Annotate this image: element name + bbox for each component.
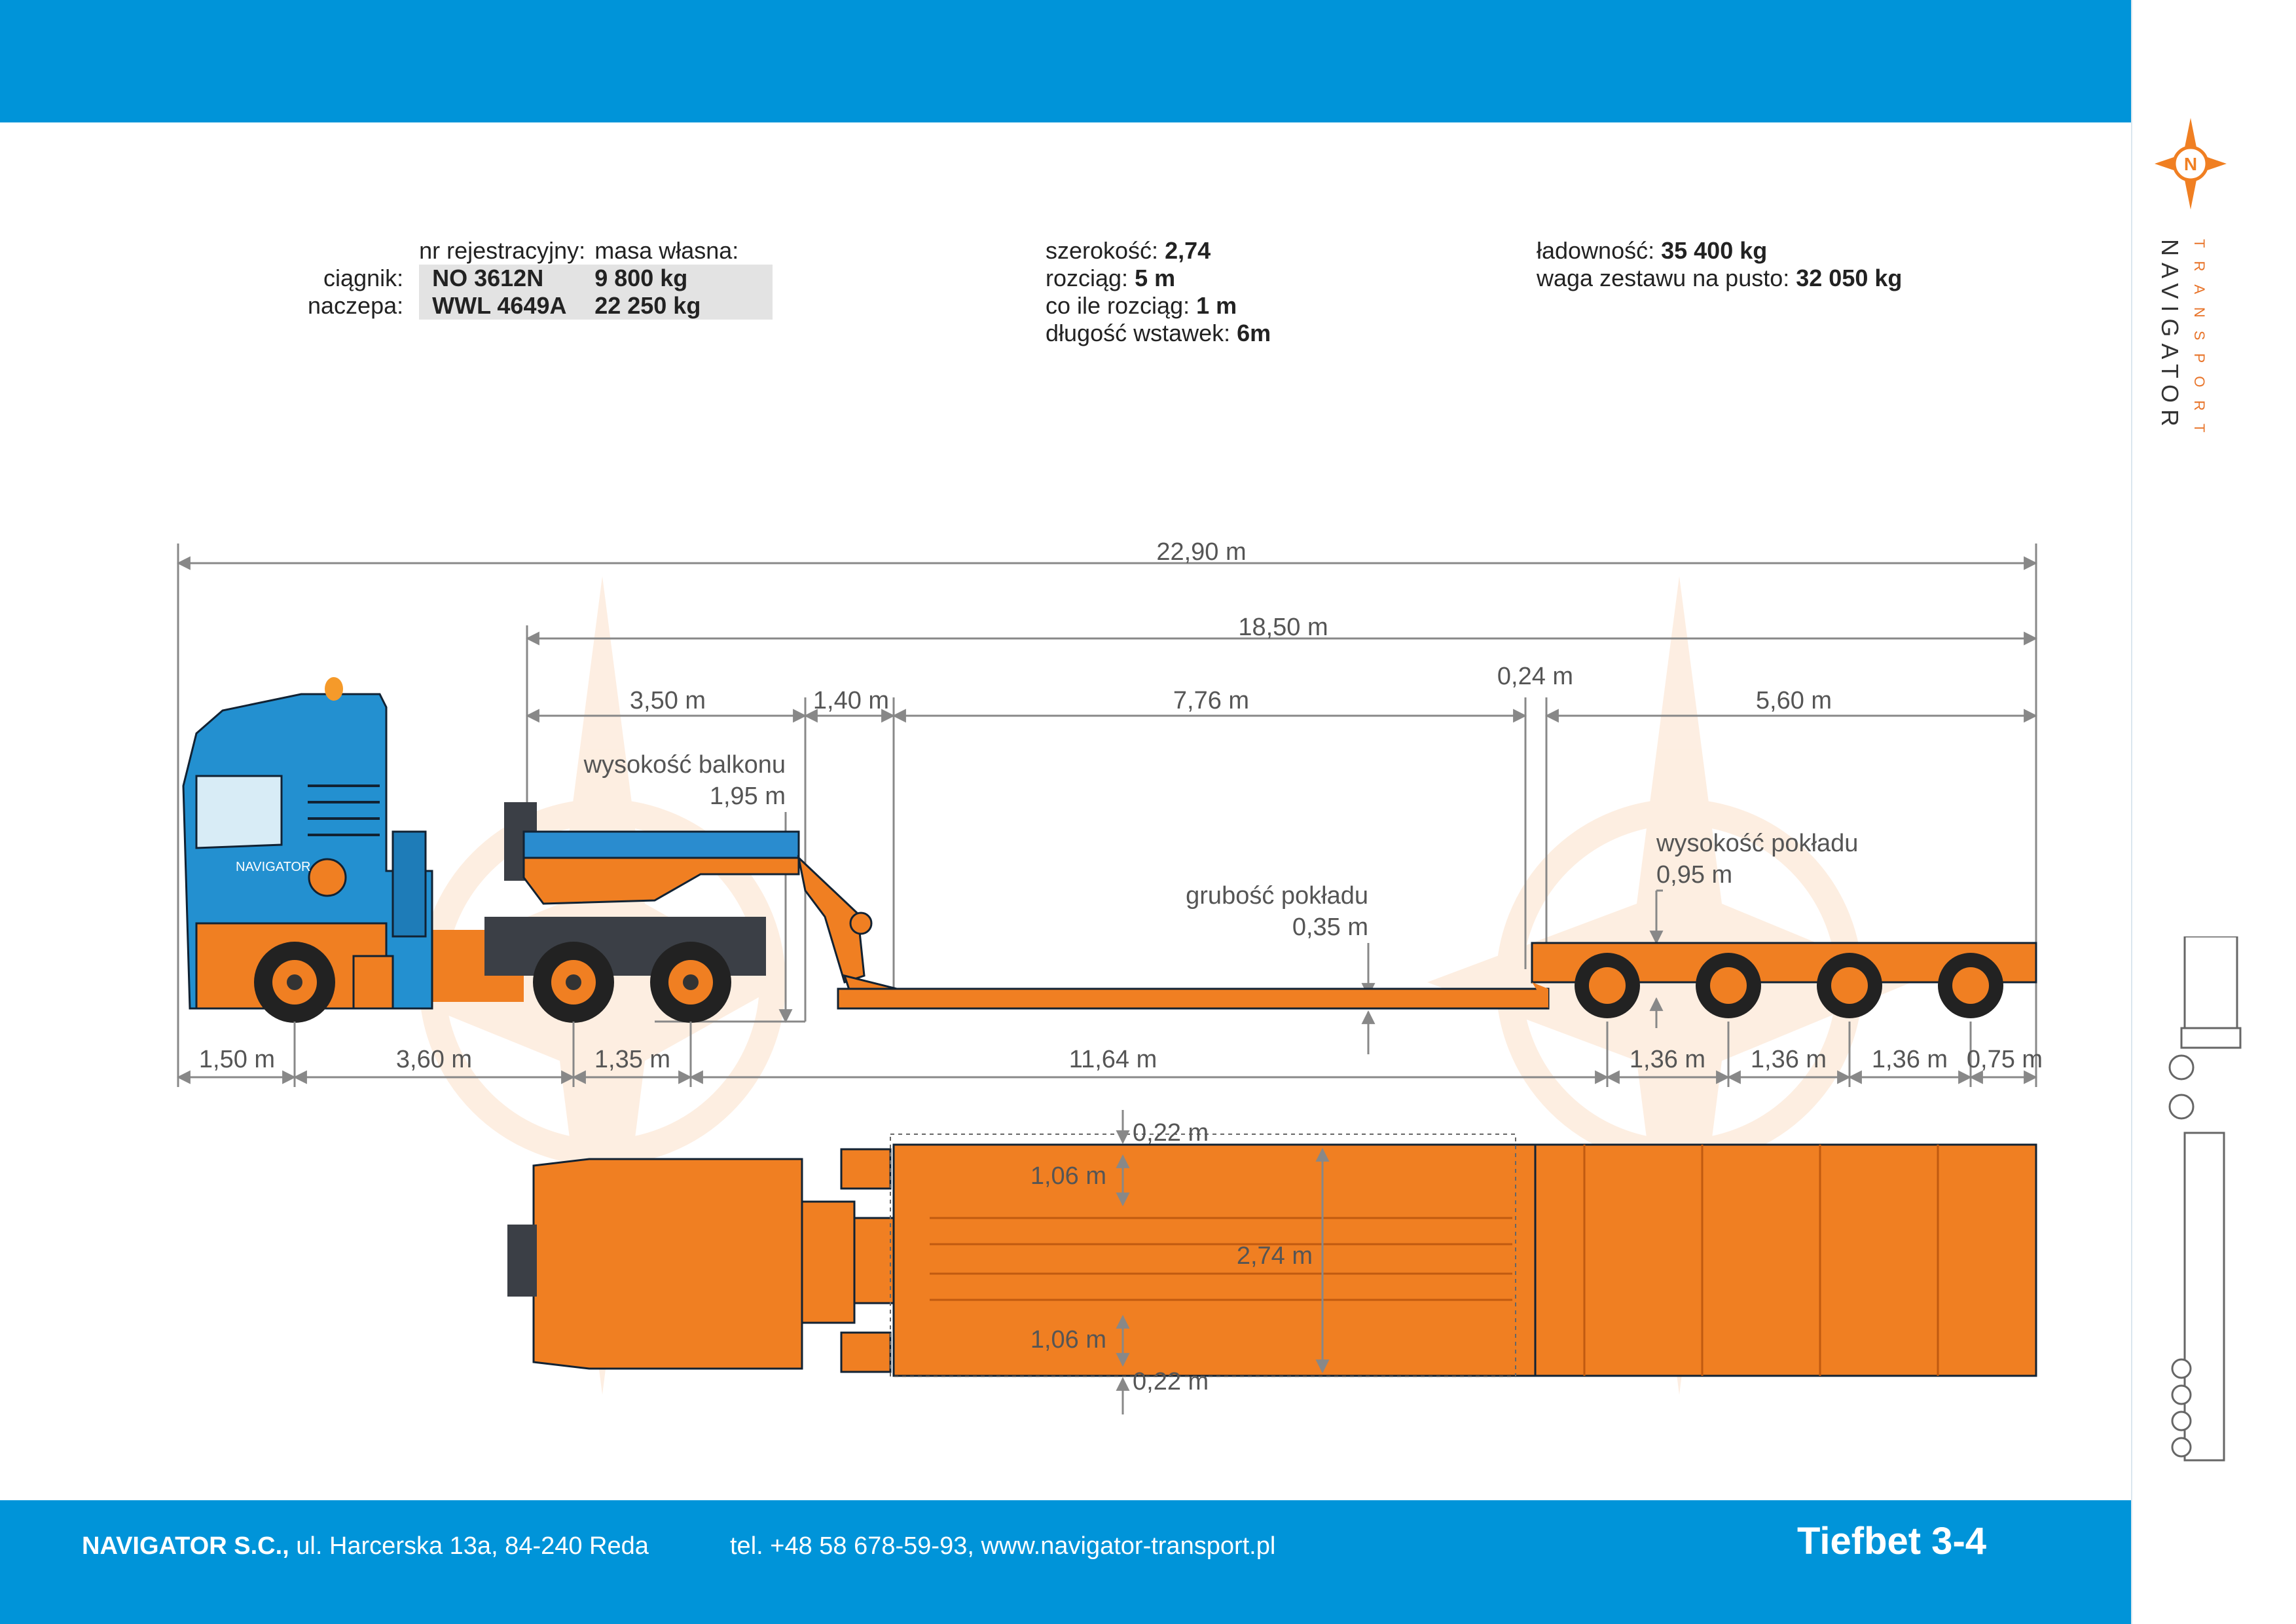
balcony-label: wysokość balkonu	[583, 751, 786, 779]
table-row: naczepa: WWL 4649A 22 250 kg	[308, 292, 773, 320]
table-row: ciągnik: NO 3612N 9 800 kg	[308, 265, 773, 292]
dim-t022b: 0,22 m	[1133, 1368, 1209, 1395]
document-title: Tiefbet 3-4	[1797, 1520, 1987, 1562]
spec-line: co ile rozciąg: 1 m	[1046, 292, 1237, 319]
dim-b135: 1,35 m	[594, 1046, 670, 1073]
mass-value: 9 800 kg	[594, 265, 773, 292]
dim-t106b: 1,06 m	[1030, 1326, 1106, 1354]
row-label: ciągnik:	[323, 265, 404, 291]
company-address: ul. Harcerska 13a, 84-240 Reda	[289, 1532, 649, 1560]
dim-b136b: 1,36 m	[1751, 1046, 1827, 1073]
wheel-icon	[650, 942, 731, 1023]
wheel-icon	[1696, 953, 1761, 1018]
dim-560: 5,60 m	[1756, 687, 1832, 714]
dim-024: 0,24 m	[1497, 663, 1573, 690]
deck-height-value: 0,95 m	[1656, 861, 1732, 889]
dim-b1164: 11,64 m	[1069, 1046, 1157, 1073]
truck-logo-text: NAVIGATOR	[236, 860, 310, 874]
dim-b136c: 1,36 m	[1872, 1046, 1948, 1073]
company-name: NAVIGATOR S.C.,	[82, 1532, 289, 1560]
dim-350: 3,50 m	[630, 687, 706, 714]
specs-middle: szerokość: 2,74 rozciąg: 5 m co ile rozc…	[1046, 237, 1271, 347]
dim-b360: 3,60 m	[396, 1046, 472, 1073]
wheel-icon	[533, 942, 614, 1023]
dim-trailer: 18,50 m	[1238, 614, 1328, 641]
spec-line: długość wstawek: 6m	[1046, 320, 1271, 346]
dim-t106a: 1,06 m	[1030, 1162, 1106, 1190]
wheel-icon	[1817, 953, 1882, 1018]
header-band	[0, 0, 2131, 122]
reg-value: WWL 4649A	[419, 292, 595, 320]
spec-line: szerokość: 2,74	[1046, 237, 1211, 264]
dim-t022a: 0,22 m	[1133, 1119, 1209, 1147]
dim-140: 1,40 m	[813, 687, 889, 714]
spec-line: rozciąg: 5 m	[1046, 265, 1176, 291]
deck-thick-value: 0,35 m	[1292, 913, 1368, 941]
dim-b150: 1,50 m	[199, 1046, 275, 1073]
deck-thick-label: grubość pokładu	[1186, 882, 1368, 910]
brand-name: NAVIGATOR	[2157, 239, 2183, 434]
brand-sub: TRANSPORT	[2191, 239, 2208, 446]
spec-line: waga zestawu na pusto: 32 050 kg	[1537, 265, 1903, 291]
specs-right: ładowność: 35 400 kg waga zestawu na pus…	[1537, 237, 1902, 292]
row-label: naczepa:	[308, 292, 404, 319]
vehicle-thumbnail-icon	[2168, 936, 2242, 1462]
reg-value: NO 3612N	[419, 265, 595, 292]
registration-table: nr rejestracyjny: masa własna: ciągnik: …	[308, 237, 773, 320]
wheel-icon	[254, 942, 335, 1023]
trailer-top-view	[507, 1134, 2037, 1377]
vehicle-diagram: 22,90 m 18,50 m 3,50 m 1,40 m 7,76 m 0,2…	[176, 538, 2043, 1414]
dim-b136a: 1,36 m	[1630, 1046, 1705, 1073]
trailer-side	[504, 802, 2037, 1018]
dim-b075: 0,75 m	[1967, 1046, 2043, 1073]
footer-contact: tel. +48 58 678-59-93, www.navigator-tra…	[730, 1532, 1276, 1560]
compass-logo-icon: N	[2155, 118, 2227, 210]
footer-band	[0, 1500, 2131, 1624]
deck-height-label: wysokość pokładu	[1656, 830, 1858, 857]
svg-text:N: N	[2184, 154, 2197, 174]
brand-strip: N	[2131, 0, 2296, 1624]
wheel-icon	[1575, 953, 1640, 1018]
dim-t274: 2,74 m	[1237, 1242, 1313, 1270]
wheel-icon	[1938, 953, 2003, 1018]
dim-776: 7,76 m	[1173, 687, 1249, 714]
balcony-value: 1,95 m	[710, 783, 786, 810]
header-reg: nr rejestracyjny:	[419, 237, 586, 264]
header-mass: masa własna:	[594, 237, 739, 264]
spec-line: ładowność: 35 400 kg	[1537, 237, 1768, 264]
tractor-unit: NAVIGATOR	[182, 677, 766, 1023]
mass-value: 22 250 kg	[594, 292, 773, 320]
footer-address: NAVIGATOR S.C., ul. Harcerska 13a, 84-24…	[82, 1532, 649, 1560]
dim-overall: 22,90 m	[1156, 538, 1246, 566]
